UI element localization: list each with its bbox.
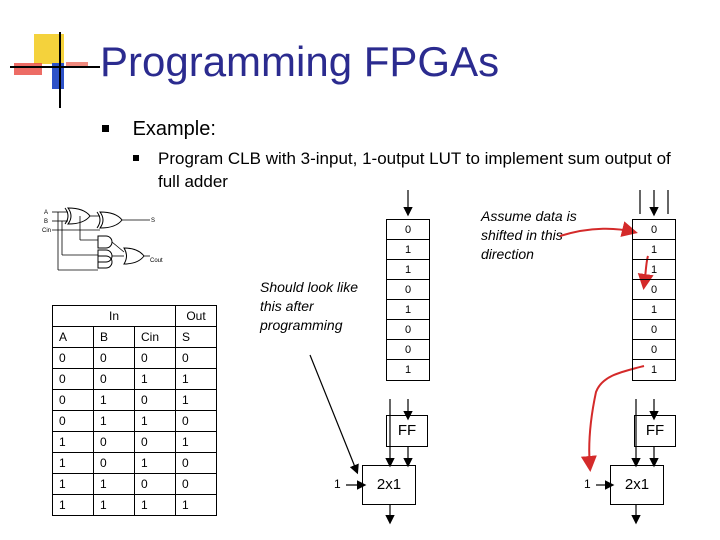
lut-right-cell: 0 bbox=[633, 220, 675, 240]
table-cell: 1 bbox=[175, 368, 217, 390]
circuit-input-a: A bbox=[44, 210, 48, 216]
mux-right: 2x1 bbox=[610, 465, 664, 505]
note-should-look: Should look like this after programming bbox=[260, 279, 359, 333]
bullet-program-text: Program CLB with 3-input, 1-output LUT t… bbox=[158, 149, 671, 191]
lut-left-cell: 0 bbox=[387, 340, 429, 360]
mux-left: 2x1 bbox=[362, 465, 416, 505]
lut-left-cell: 1 bbox=[387, 300, 429, 320]
ff-right: FF bbox=[634, 415, 676, 447]
lut-right-cell: 1 bbox=[633, 240, 675, 260]
lut-right-cell: 0 bbox=[633, 340, 675, 360]
table-cell: 1 bbox=[175, 494, 217, 516]
lut-right-cell: 1 bbox=[633, 260, 675, 280]
circuit-input-b: B bbox=[44, 219, 48, 225]
lut-right-cell: 1 bbox=[650, 364, 658, 376]
circuit-output-cout: Cout bbox=[150, 258, 163, 264]
ff-left: FF bbox=[386, 415, 428, 447]
lut-left-cell: 1 bbox=[387, 260, 429, 280]
slide-title: Programming FPGAs bbox=[100, 38, 500, 85]
lut-left-cell: 0 bbox=[387, 220, 429, 240]
truth-table-group-row: In Out bbox=[52, 305, 217, 327]
lut-left-cell: 0 bbox=[387, 280, 429, 300]
bullet-example-text: Example: bbox=[132, 118, 216, 140]
lut-right-cell: 0 bbox=[633, 280, 675, 300]
table-cell: 1 bbox=[134, 494, 176, 516]
full-adder-circuit: A B Cin S Cout bbox=[42, 207, 163, 271]
lut-right-cell: 1 bbox=[633, 300, 675, 320]
mux-left-select: 1 bbox=[334, 477, 341, 491]
circuit-output-s: S bbox=[151, 218, 155, 224]
note-assume-shift: Assume data is shifted in this direction bbox=[481, 208, 577, 262]
lut-left-cell: 1 bbox=[387, 240, 429, 260]
bullet-marker-2 bbox=[133, 155, 139, 161]
slide-logo bbox=[10, 32, 100, 108]
bullet-program: Program CLB with 3-input, 1-output LUT t… bbox=[133, 147, 693, 193]
lut-left-column: 0 1 1 0 1 0 0 1 bbox=[386, 219, 430, 381]
lut-right-cell: 0 bbox=[633, 320, 675, 340]
bullet-example: Example: bbox=[102, 118, 216, 141]
circuit-input-cin: Cin bbox=[42, 228, 51, 234]
lut-right-column: 0 1 1 0 1 0 0 1 bbox=[632, 219, 676, 381]
bullet-marker-1 bbox=[102, 125, 109, 132]
mux-right-select: 1 bbox=[584, 477, 591, 491]
lut-left-cell: 1 bbox=[404, 364, 412, 376]
lut-left-cell: 0 bbox=[387, 320, 429, 340]
truth-table-header-row: A B Cin S bbox=[52, 326, 217, 348]
